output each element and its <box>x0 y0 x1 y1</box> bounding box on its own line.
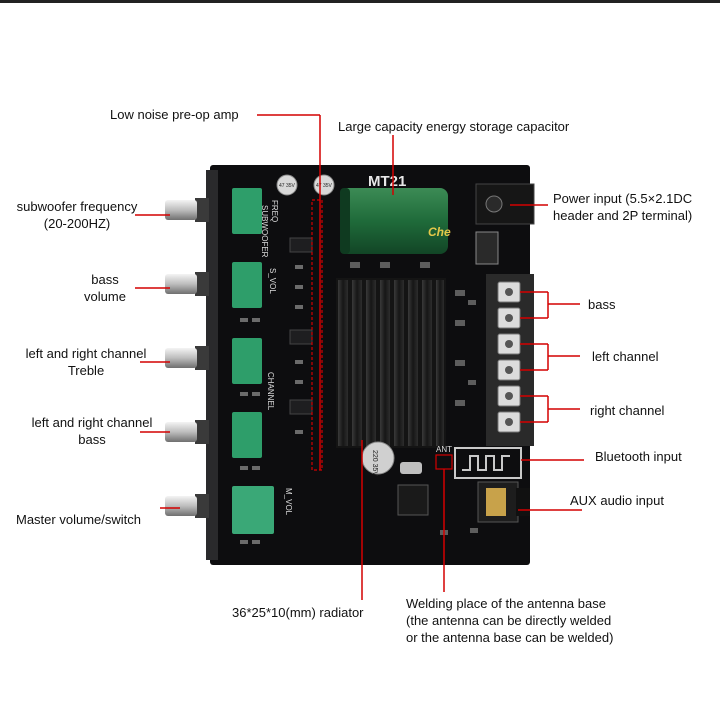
label-radiator: 36*25*10(mm) radiator <box>232 605 364 620</box>
svg-text:47 35V: 47 35V <box>279 183 296 189</box>
crystal <box>400 462 422 474</box>
label-bass-volume-line2: volume <box>84 289 126 304</box>
small-cap-b: 47 35V <box>313 174 335 196</box>
label-treble-line2: Treble <box>67 363 105 378</box>
bt-chip <box>397 484 429 516</box>
antenna-pattern <box>462 455 510 471</box>
label-bass-volume: bass volume <box>60 271 150 305</box>
op-amp-ic-2 <box>289 329 313 345</box>
knob-4 <box>165 420 209 444</box>
label-power: Power input (5.5×2.1DC header and 2P ter… <box>553 190 692 224</box>
label-subwoofer-line1: subwoofer frequency <box>16 199 138 214</box>
label-capacitor: Large capacity energy storage capacitor <box>338 119 570 134</box>
label-antenna-line3: or the antenna base can be welded) <box>406 630 614 645</box>
label-aux: AUX audio input <box>570 493 664 508</box>
knob-5 <box>165 494 209 518</box>
label-subwoofer-line2: (20-200HZ) <box>43 216 111 231</box>
silk-freq: FREQ <box>270 200 279 222</box>
svg-text:220 35V: 220 35V <box>371 450 378 476</box>
capacitor-brand: Che <box>428 225 451 239</box>
label-out-right: right channel <box>590 403 665 418</box>
silk-svol: S_VOL <box>268 268 277 294</box>
silk-ant: ANT <box>436 445 452 454</box>
label-preamp: Low noise pre-op amp <box>110 107 239 122</box>
knob-2 <box>165 272 209 296</box>
antenna-trace <box>454 447 522 479</box>
op-amp-ic-1 <box>289 237 313 253</box>
pot-housing-5 <box>232 486 274 534</box>
aux-jack <box>477 481 530 523</box>
label-power-line1: Power input (5.5×2.1DC <box>553 191 693 206</box>
speaker-terminal-block <box>486 274 534 446</box>
pot-housing-4 <box>232 412 262 458</box>
label-power-line2: header and 2P terminal) <box>553 208 693 223</box>
leader-lines <box>135 114 584 600</box>
front-panel <box>206 170 218 560</box>
label-lr-bass-line2: bass <box>78 432 106 447</box>
board-model-text: MT21 <box>368 173 406 190</box>
label-lr-bass: left and right channel bass <box>22 414 162 448</box>
label-out-left: left channel <box>592 349 659 364</box>
small-cap-a: 47 35V <box>276 174 298 196</box>
pot-housing-2 <box>232 262 262 308</box>
label-antenna-line1: Welding place of the antenna base <box>406 596 606 611</box>
label-bass-volume-line1: bass <box>91 272 119 287</box>
label-out-bass: bass <box>588 297 616 312</box>
label-antenna: Welding place of the antenna base (the a… <box>406 595 613 646</box>
op-amp-ic-3 <box>289 399 313 415</box>
label-bluetooth: Bluetooth input <box>595 449 682 464</box>
silk-mvol: M_VOL <box>284 488 293 516</box>
label-lr-bass-line1: left and right channel <box>31 415 153 430</box>
label-treble-line1: left and right channel <box>25 346 147 361</box>
preamp-highlight <box>311 199 323 471</box>
silk-subwoofer: SUBWOOFER <box>260 205 269 258</box>
knob-1 <box>165 198 209 222</box>
label-master: Master volume/switch <box>16 512 141 527</box>
label-subwoofer: subwoofer frequency (20-200HZ) <box>14 198 140 232</box>
large-capacitor: Che <box>340 188 451 254</box>
label-treble: left and right channel Treble <box>16 345 156 379</box>
knob-3 <box>165 346 209 370</box>
radiator <box>336 278 446 448</box>
pot-housing-1 <box>232 188 262 234</box>
power-jack <box>475 183 535 265</box>
silk-channel: CHANNEL <box>266 372 275 411</box>
top-border <box>0 0 720 3</box>
pot-housing-3 <box>232 338 262 384</box>
label-antenna-line2: (the antenna can be directly welded <box>406 613 612 628</box>
svg-text:47 35V: 47 35V <box>316 183 333 189</box>
